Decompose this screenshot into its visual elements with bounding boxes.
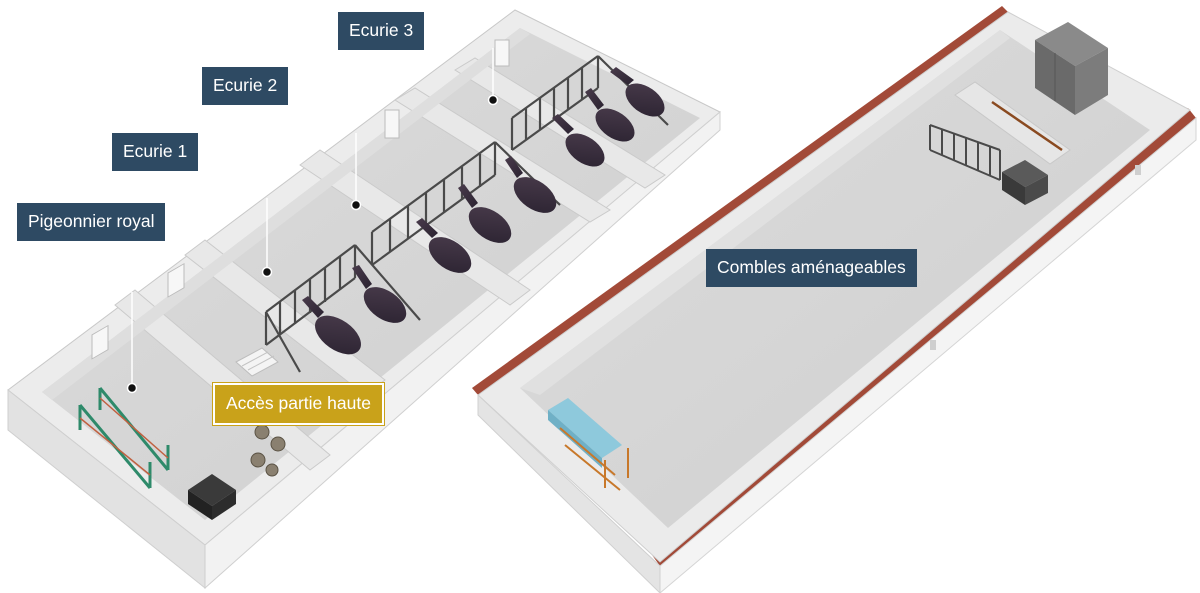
- door: [91, 324, 109, 360]
- hay-bales: [250, 424, 286, 477]
- stall-fence-ecurie1: [264, 244, 421, 373]
- wardrobe: [1035, 22, 1108, 115]
- stacked-boxes: [1002, 160, 1048, 205]
- shelving-rack: [78, 387, 170, 489]
- horse: [585, 88, 635, 142]
- roof-window: [1135, 165, 1141, 175]
- ground-floor-building: [7, 9, 721, 590]
- roof-window: [930, 340, 936, 350]
- dot-pigeonnier: [126, 382, 138, 394]
- horse: [352, 265, 407, 323]
- label-ecurie-3: Ecurie 3: [338, 12, 425, 50]
- attic-partition: [954, 81, 1071, 165]
- label-ecurie-2: Ecurie 2: [202, 67, 289, 105]
- stall-fence-ecurie2: [370, 141, 561, 266]
- horses: [302, 67, 665, 355]
- storage-shelf: [548, 398, 629, 491]
- dot-ecurie2: [350, 199, 362, 211]
- horse: [458, 184, 512, 243]
- stove: [188, 474, 236, 520]
- dot-ecurie3: [487, 94, 499, 106]
- leader-lines: [131, 48, 494, 388]
- label-acces-partie-haute: Accès partie haute: [213, 383, 384, 425]
- horse: [302, 296, 361, 355]
- wooden-beam: [991, 100, 1063, 152]
- horse: [416, 218, 472, 273]
- location-dots: [126, 94, 499, 394]
- horse: [505, 156, 557, 213]
- label-pigeonnier-royal: Pigeonnier royal: [17, 203, 166, 241]
- partition-wall-2: [184, 239, 386, 396]
- horse: [552, 114, 605, 167]
- door: [494, 39, 510, 67]
- label-combles-amenageables: Combles aménageables: [706, 249, 917, 287]
- dot-ecurie1: [261, 266, 273, 278]
- attic-building: [472, 6, 1197, 593]
- door: [384, 109, 400, 139]
- railing: [929, 124, 1001, 181]
- staircase: [235, 347, 279, 377]
- door: [167, 262, 185, 298]
- roof-edge-back: [472, 6, 1008, 395]
- label-ecurie-1: Ecurie 1: [112, 133, 199, 171]
- horse: [610, 67, 665, 117]
